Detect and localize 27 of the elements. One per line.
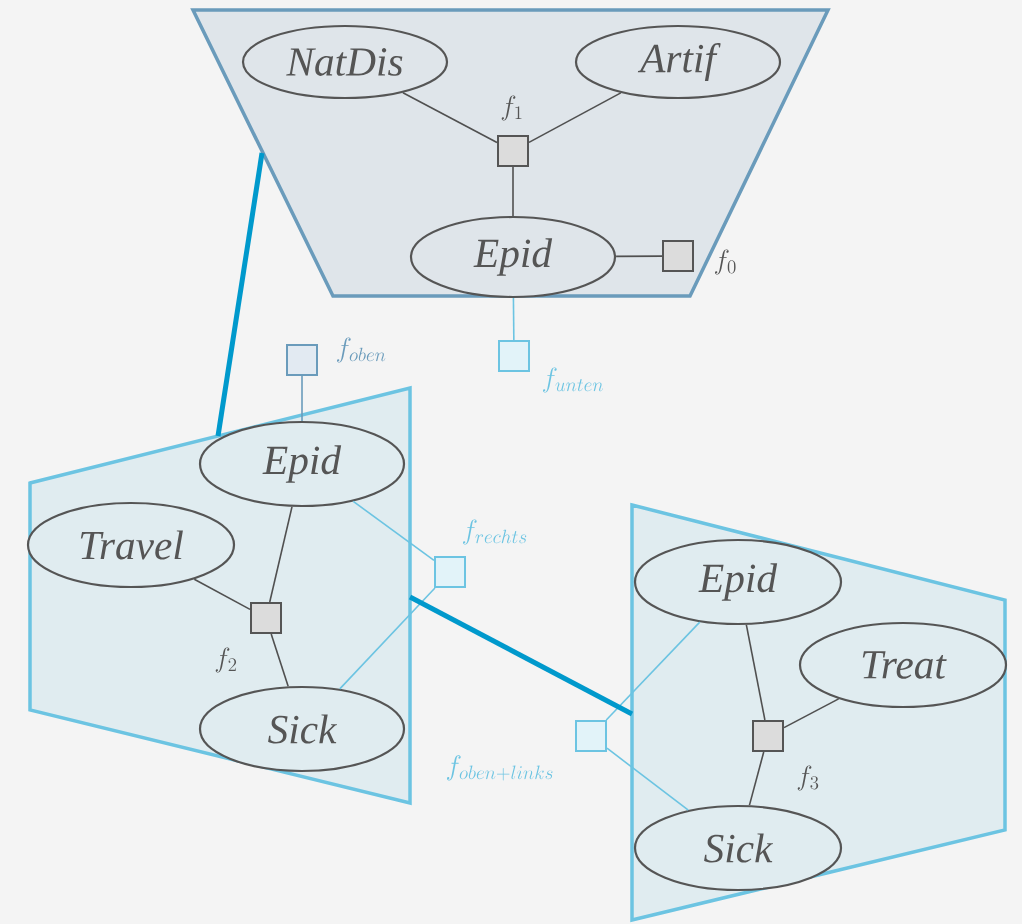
connector-line bbox=[301, 375, 303, 422]
connector-line bbox=[615, 255, 663, 258]
node-label: Treat bbox=[862, 651, 947, 679]
connector-line bbox=[270, 633, 289, 688]
connector-line bbox=[402, 91, 498, 144]
factor-label: $f_{oben+links}$ bbox=[447, 755, 553, 781]
connector-line bbox=[339, 587, 436, 690]
connector-line bbox=[512, 166, 514, 217]
connector-line bbox=[193, 578, 251, 611]
factor-label: $f_2$ bbox=[215, 647, 237, 673]
factor-label: $f_{rechts}$ bbox=[463, 519, 527, 545]
connector-line bbox=[528, 92, 622, 144]
connector-line bbox=[606, 747, 690, 811]
factor-label: $f_0$ bbox=[715, 249, 736, 275]
connector-line bbox=[605, 621, 701, 721]
link-line bbox=[408, 594, 634, 717]
link-line bbox=[215, 152, 265, 437]
factor-label: $f_3$ bbox=[797, 765, 819, 791]
connector-line bbox=[783, 698, 840, 729]
factor-label: $f_{unten}$ bbox=[543, 367, 603, 393]
factor-label: $f_1$ bbox=[501, 95, 522, 121]
connector-line bbox=[512, 297, 515, 341]
connector-line bbox=[745, 624, 766, 721]
connector-line bbox=[748, 751, 765, 806]
connector-line bbox=[352, 500, 435, 562]
connector-line bbox=[268, 506, 293, 603]
factor-label: $f_{oben}$ bbox=[337, 337, 386, 363]
